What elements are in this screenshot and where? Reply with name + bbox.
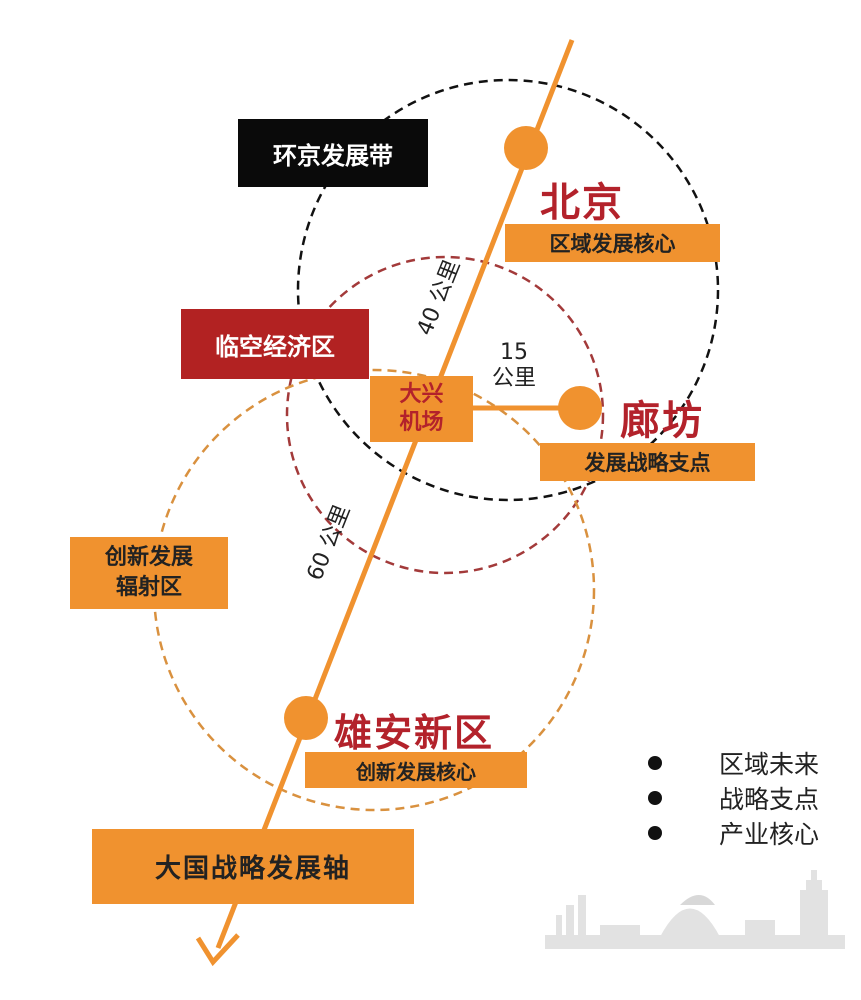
legend-label: 区域未来 — [719, 750, 820, 779]
airport-radius-circle — [285, 255, 605, 575]
bullet-icon — [648, 791, 662, 805]
legend-item: 产业核心 — [648, 815, 819, 851]
bullet-icon — [648, 826, 662, 840]
chuangxin-zone-label: 创新发展 辐射区 — [70, 537, 228, 609]
axis-arrowhead-icon — [195, 933, 240, 967]
xiongan-role-label: 创新发展核心 — [305, 752, 527, 788]
langfang-dot — [558, 386, 602, 430]
huanjing-zone-label: 环京发展带 — [238, 119, 428, 187]
linkong-zone-label: 临空经济区 — [181, 309, 369, 379]
beijing-city-label: 北京 — [540, 180, 624, 226]
legend-item: 战略支点 — [648, 780, 819, 816]
distance-airport-langfang: 15 公里 — [492, 340, 537, 391]
legend-label: 产业核心 — [719, 820, 820, 849]
beijing-radius-circle — [296, 78, 720, 502]
langfang-city-label: 廊坊 — [620, 398, 704, 444]
beijing-dot — [504, 126, 548, 170]
legend-item: 区域未来 — [648, 745, 819, 781]
xiongan-city-label: 雄安新区 — [334, 711, 495, 755]
langfang-role-label: 发展战略支点 — [540, 443, 755, 481]
legend-label: 战略支点 — [719, 785, 820, 814]
strategic-axis-line — [215, 39, 575, 949]
bullet-icon — [648, 756, 662, 770]
skyline-decoration — [545, 870, 845, 949]
xiongan-dot — [284, 696, 328, 740]
strategic-axis-label: 大国战略发展轴 — [92, 829, 414, 904]
beijing-role-label: 区域发展核心 — [505, 224, 720, 262]
daxing-airport-label: 大兴 机场 — [370, 376, 473, 442]
